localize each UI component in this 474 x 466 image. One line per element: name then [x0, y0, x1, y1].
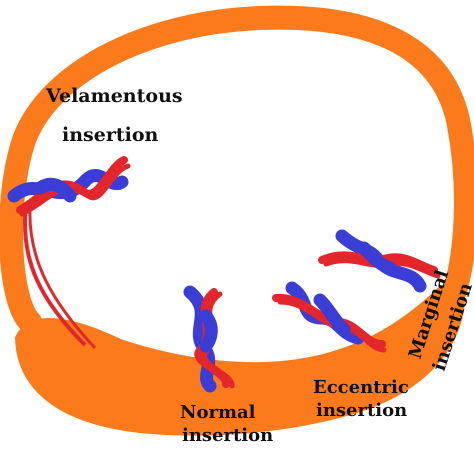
- cord-marginal: [318, 229, 441, 293]
- cord-velamentous: [7, 156, 131, 217]
- label-normal-line1: Normal: [180, 402, 256, 423]
- label-normal-line2: insertion: [182, 425, 273, 446]
- label-velamentous-line1: Velamentous: [45, 85, 183, 107]
- placenta-ring: [0, 5, 474, 436]
- cord-eccentric: [272, 281, 387, 353]
- label-velamentous-line2: insertion: [62, 124, 158, 146]
- label-eccentric-line1: Eccentric: [313, 377, 409, 398]
- velamentous-vessels: [23, 204, 97, 350]
- membrane-outline: [0, 5, 474, 334]
- cord-normal: [183, 285, 235, 393]
- placental-disc: [15, 287, 465, 436]
- label-eccentric-line2: insertion: [316, 400, 407, 421]
